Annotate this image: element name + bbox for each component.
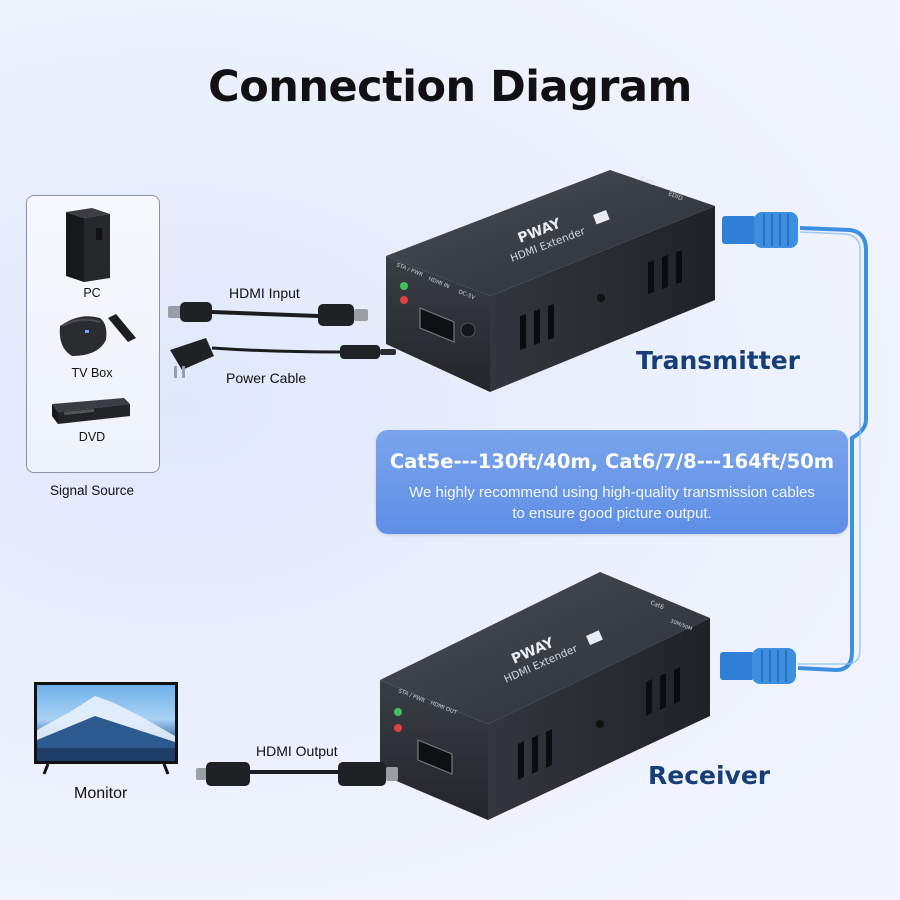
transmitter-rear-label-cat6: Cat6 [639,175,655,187]
monitor-label: Monitor [74,785,128,802]
device-label-tv-box: TV Box [71,366,113,380]
cable-quality-recommendation: We highly recommend using high-quality t… [409,484,815,522]
cable-length-note: Cat5e---130ft/40m, Cat6/7/8---164ft/50m … [376,430,848,534]
receiver-port-label-sta: STA / PWR [397,688,425,704]
receiver-pwr-led [394,724,402,732]
hdmi-input-cable [168,302,368,326]
signal-source-label: Signal Source [49,483,135,498]
diagram-title: Connection Diagram [208,62,692,112]
transmitter-port-label-hdmi: HDMI IN [427,276,450,290]
receiver-rear-label-distance: 30M/50M [669,618,693,632]
transmitter-sta-led [400,282,408,290]
receiver-product-text: HDMI Extender [502,642,580,685]
transmitter-hdmi-port [419,307,455,343]
transmitter-port-label-dc: DC-5V [457,289,476,301]
hdmi-output-cable [196,762,398,786]
cable-length-headline: Cat5e---130ft/40m, Cat6/7/8---164ft/50m [389,450,835,473]
transmitter-brand-text: PWAY [516,215,564,246]
receiver-port-label-hdmi: HDMI OUT [429,700,458,716]
rj45-connector-bottom [720,648,796,684]
hdmi-input-label: HDMI Input [229,285,300,301]
transmitter-pwr-led [400,296,408,304]
device-label-pc: PC [83,286,101,300]
receiver-rear-label-cat6: Cat6 [649,599,665,611]
transmitter-label: Transmitter [636,346,800,375]
transmitter-rear-label-edid: EDID [667,190,684,202]
transmitter-4k-badge [593,209,610,225]
receiver-brand-text: PWAY [509,635,557,668]
power-cable-label: Power Cable [226,370,307,386]
transmitter-dc-port [460,322,476,338]
device-label-dvd: DVD [78,430,106,444]
transmitter-port-label-sta: STA / PWR [395,262,423,278]
transmitter-product-text: HDMI Extender [509,225,588,265]
receiver-hdmi-port [417,739,453,775]
receiver-label: Receiver [648,761,771,790]
hdmi-output-label: HDMI Output [256,743,338,759]
receiver-sta-led [394,708,402,716]
monitor-icon [34,682,178,775]
receiver-4k-badge [586,630,603,646]
rj45-connector-top [722,212,798,248]
